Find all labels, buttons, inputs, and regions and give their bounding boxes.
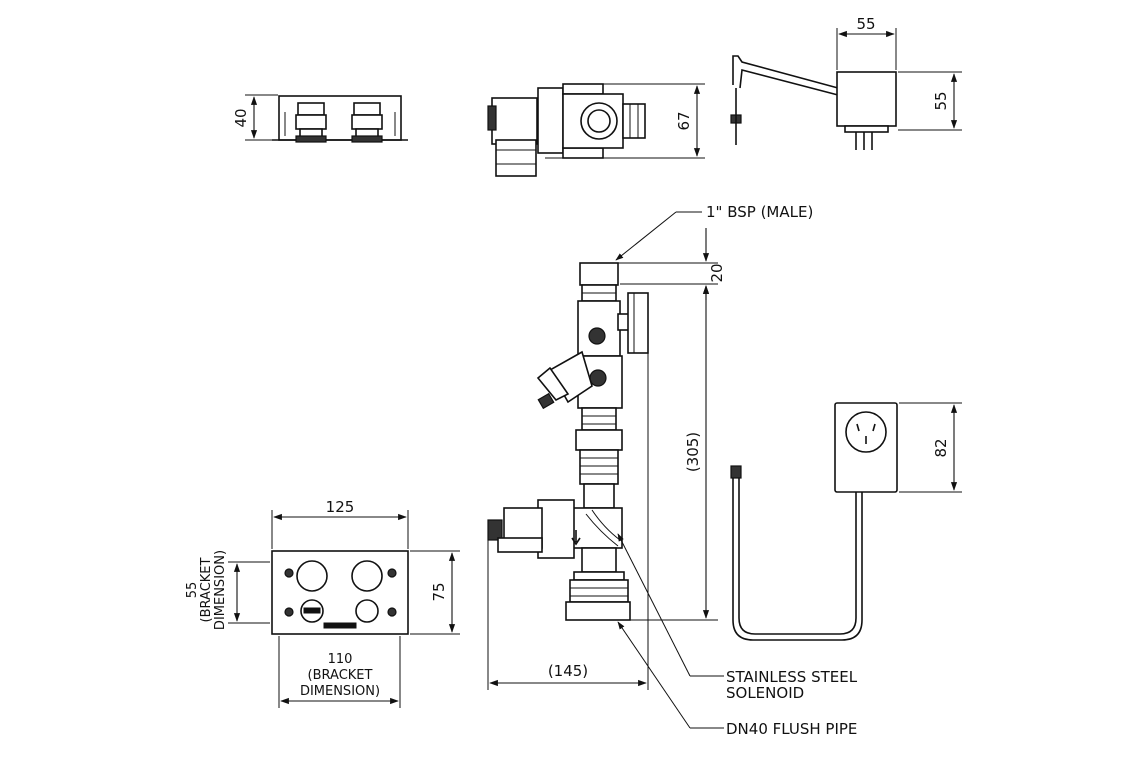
callout-solenoid: STAINLESS STEEL SOLENOID — [617, 533, 858, 702]
dim-82-label: 82 — [932, 438, 950, 457]
bracket-width-line2: DIMENSION) — [300, 684, 380, 699]
dim-305-label: (305) — [684, 432, 702, 472]
brand-logo — [323, 622, 357, 629]
plate-front-view — [271, 550, 409, 635]
dim-box-width-55: 55 — [836, 15, 897, 70]
flush-button-right — [351, 560, 383, 592]
dim-plate-top-40: 40 — [232, 94, 278, 141]
bracket-width-line1: (BRACKET — [308, 668, 373, 683]
dim-bracket-height-55: 55 (BRACKET DIMENSION) — [185, 550, 270, 630]
button-top-right — [351, 102, 383, 143]
dim-20-label: 20 — [708, 263, 726, 282]
plate-top-view — [272, 95, 408, 143]
button-top-left — [295, 102, 327, 143]
dim-55-height-label: 55 — [932, 91, 950, 110]
outlet-cable — [730, 465, 863, 641]
dim-bracket-width-110: 110 (BRACKET DIMENSION) — [278, 636, 401, 708]
bracket-height-value: 55 — [185, 582, 200, 599]
bracket-width-value: 110 — [328, 652, 353, 667]
sensor-box-top-view — [730, 55, 897, 150]
solenoid-label-line1: STAINLESS STEEL — [726, 668, 858, 686]
dim-55-width-label: 55 — [856, 15, 875, 33]
power-outlet — [834, 402, 898, 493]
flush-pipe-label: DN40 FLUSH PIPE — [726, 720, 857, 738]
dim-plate-height-75: 75 — [410, 550, 460, 635]
dim-67-label: 67 — [675, 111, 693, 130]
callout-flush-pipe: DN40 FLUSH PIPE — [617, 621, 857, 738]
dim-125-label: 125 — [326, 498, 355, 516]
solenoid-label-line2: SOLENOID — [726, 684, 804, 702]
indicator — [355, 599, 379, 623]
bsp-label: 1" BSP (MALE) — [706, 203, 813, 221]
dim-75-label: 75 — [430, 582, 448, 601]
dim-length-305: (305) — [630, 285, 718, 621]
valve-top-view — [487, 83, 646, 177]
dim-valve-top-67: 67 — [545, 83, 705, 159]
dim-projection-145: (145) — [487, 300, 649, 690]
callout-bsp: 1" BSP (MALE) — [615, 203, 813, 261]
dim-plate-width-125: 125 — [271, 498, 409, 549]
dim-box-height-55: 55 — [898, 71, 962, 131]
bracket-height-line2: DIMENSION) — [213, 550, 228, 630]
dim-outlet-82: 82 — [899, 402, 962, 493]
valve-assembly-side-view — [487, 262, 649, 621]
flush-button-left — [296, 560, 328, 592]
dim-145-label: (145) — [548, 662, 588, 680]
dim-40-label: 40 — [232, 108, 250, 127]
bracket-height-line1: (BRACKET — [199, 557, 214, 622]
dim-thread-20: 20 — [618, 228, 726, 300]
